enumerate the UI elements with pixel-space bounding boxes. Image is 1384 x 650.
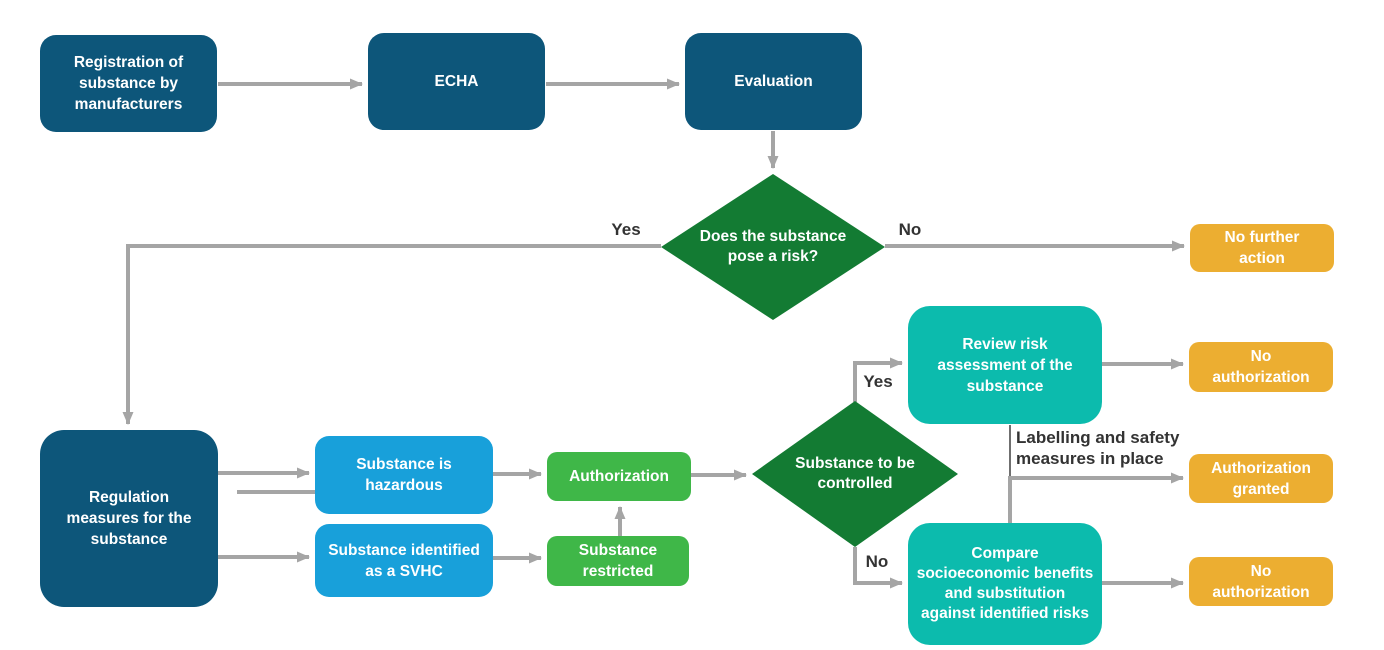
evaluation-box: Evaluation xyxy=(685,33,862,130)
authorization-box: Authorization xyxy=(547,452,691,501)
risk-decision-diamond: Does the substance pose a risk? xyxy=(661,174,885,320)
substance-svhc-box: Substance identified as a SVHC xyxy=(315,524,493,597)
control-diamond-label: Substance to be controlled xyxy=(795,455,915,492)
control-no-label: No xyxy=(865,552,889,571)
no-further-action-box: No further action xyxy=(1190,224,1334,272)
echa-box: ECHA xyxy=(368,33,545,130)
risk-diamond-label: Does the substance pose a risk? xyxy=(699,228,847,265)
control-decision-diamond: Substance to be controlled xyxy=(752,401,958,547)
arrow-compare-to-authorization-granted xyxy=(1008,472,1184,523)
no-authorization-bottom-box: No authorization xyxy=(1189,557,1333,606)
risk-yes-label: Yes xyxy=(611,220,641,239)
substance-hazardous-box: Substance is hazardous xyxy=(315,436,493,514)
risk-no-label: No xyxy=(898,220,922,239)
arrow-risk-yes-to-regulation xyxy=(122,244,661,425)
labelling-note: Labelling and safety measures in place xyxy=(1016,428,1180,468)
review-risk-assessment-box: Review risk assessment of the substance xyxy=(908,306,1102,424)
regulation-measures-box: Regulation measures for the substance xyxy=(40,430,218,607)
registration-box: Registration of substance by manufacture… xyxy=(40,35,217,132)
no-authorization-top-box: No authorization xyxy=(1189,342,1333,392)
authorization-granted-box: Authorization granted xyxy=(1189,454,1333,503)
compare-socioeconomic-box: Compare socioeconomic benefits and subst… xyxy=(908,523,1102,645)
substance-restricted-box: Substance restricted xyxy=(547,536,689,586)
control-yes-label: Yes xyxy=(863,372,893,391)
